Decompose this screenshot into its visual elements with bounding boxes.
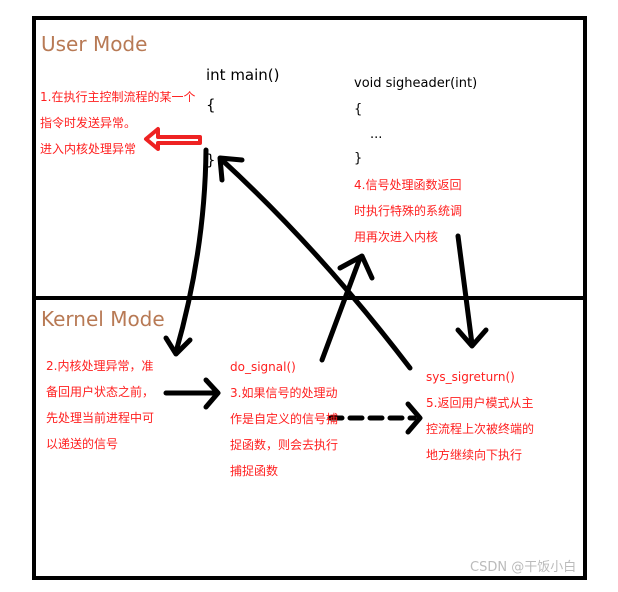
arrow-to-sigreturn [455, 233, 475, 347]
step2-line: 2.内核处理异常，准 [46, 359, 154, 373]
step2-line: 先处理当前进程中可 [46, 411, 155, 425]
step2-line: 以递送的信号 [46, 437, 119, 451]
step1-line: 指令时发送异常。 [40, 116, 137, 130]
step2-annotation: 2.内核处理异常，准 备回用户状态之前， 先处理当前进程中可 以递送的信号 [46, 353, 154, 457]
arrowhead [203, 377, 221, 410]
handler-body: ... [370, 127, 383, 142]
step5-annotation: 5.返回用户模式从主 控流程上次被终端的 地方继续向下执行 [426, 390, 534, 468]
red-exception-arrow [144, 127, 202, 151]
arrowhead [217, 155, 245, 183]
user-mode-title: User Mode [41, 32, 148, 56]
step4-line: 用再次进入内核 [354, 230, 439, 244]
step4-line: 4.信号处理函数返回 [354, 178, 462, 192]
handler-close-brace: } [354, 151, 363, 166]
arrowhead [455, 327, 489, 349]
arrowhead [163, 335, 193, 357]
step3-annotation: 3.如果信号的处理动 作是自定义的信号捕 捉函数，则会去执行 捕捉函数 [230, 380, 338, 484]
step5-line: 地方继续向下执行 [426, 448, 523, 462]
do-signal-label: do_signal() [230, 360, 296, 374]
step3-line: 捉函数，则会去执行 [230, 438, 339, 452]
arrow-return-to-main [219, 157, 413, 371]
step1-annotation: 1.在执行主控制流程的某一个 指令时发送异常。 进入内核处理异常 [40, 84, 195, 162]
step5-line: 5.返回用户模式从主 [426, 396, 534, 410]
step3-line: 作是自定义的信号捕 [230, 412, 339, 426]
step1-line: 1.在执行主控制流程的某一个 [40, 90, 196, 104]
main-open-brace: { [206, 96, 216, 114]
arrow-to-handler [319, 255, 363, 363]
main-close-brace: } [206, 151, 216, 169]
arrow-main-to-kernel [173, 147, 209, 355]
arrowhead [337, 253, 375, 281]
step2-line: 备回用户状态之前， [46, 385, 155, 399]
step1-line: 进入内核处理异常 [40, 142, 137, 156]
arrowhead [405, 401, 423, 435]
kernel-mode-title: Kernel Mode [41, 307, 165, 331]
step3-line: 3.如果信号的处理动 [230, 386, 338, 400]
sys-sigreturn-label: sys_sigreturn() [426, 370, 515, 384]
watermark: CSDN @干饭小白 [470, 560, 577, 575]
handler-signature: void sigheader(int) [354, 76, 478, 91]
main-signature: int main() [206, 66, 280, 84]
handler-open-brace: { [354, 102, 363, 117]
step4-annotation: 4.信号处理函数返回 时执行特殊的系统调 用再次进入内核 [354, 172, 462, 250]
step4-line: 时执行特殊的系统调 [354, 204, 463, 218]
step5-line: 控流程上次被终端的 [426, 422, 535, 436]
step3-line: 捕捉函数 [230, 464, 279, 478]
